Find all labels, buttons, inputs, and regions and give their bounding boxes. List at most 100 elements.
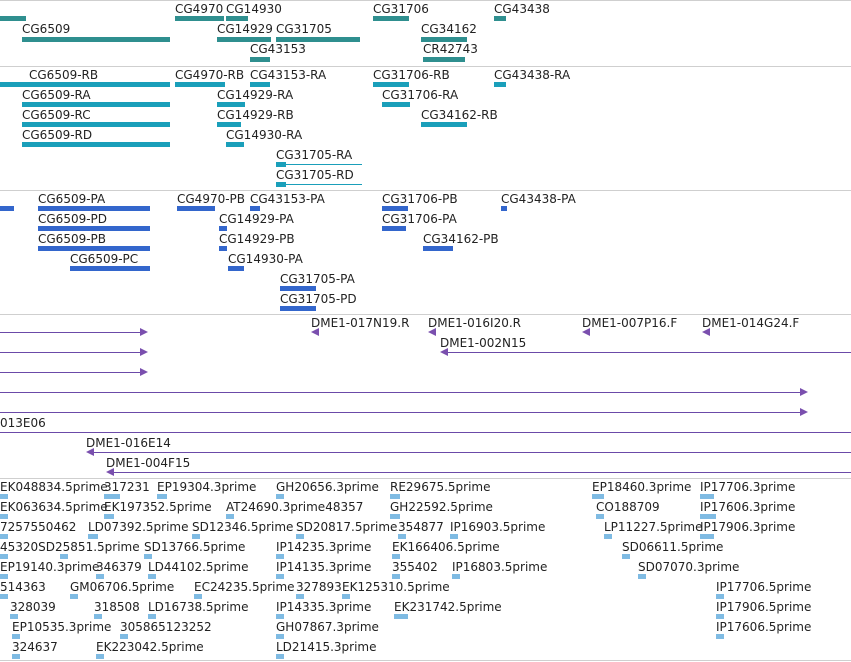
est-feature[interactable] [296,534,304,539]
est-feature[interactable] [94,614,102,619]
protein-feature[interactable] [501,206,507,211]
est-feature[interactable] [12,654,20,659]
est-label[interactable]: EP19304.3prime [157,480,257,494]
est-feature[interactable] [104,514,114,519]
est-feature[interactable] [0,494,8,499]
protein-feature[interactable] [382,226,406,231]
clone-end-marker[interactable] [440,348,448,356]
est-label[interactable]: EK048834.5prime [0,480,108,494]
clone-label[interactable]: DME1-017N19.R [311,316,410,330]
est-label[interactable]: 305865123252 [120,620,212,634]
gene-label[interactable]: CG43438 [494,2,550,16]
est-label[interactable]: IP17906.5prime [716,600,812,614]
est-label[interactable]: EK197352.5prime [104,500,212,514]
clone-label[interactable]: 013E06 [0,416,46,430]
est-label[interactable]: LD16738.5prime [148,600,249,614]
est-label[interactable]: SD07070.3prime [638,560,740,574]
est-feature[interactable] [0,574,8,579]
gene-label[interactable]: CG4970 [175,2,224,16]
est-feature[interactable] [716,614,724,619]
est-feature[interactable] [0,514,8,519]
est-label[interactable]: IP17906.3prime [700,520,796,534]
est-label[interactable]: EK166406.5prime [392,540,500,554]
protein-label[interactable]: CG6509-PA [38,192,106,206]
transcript-feature[interactable] [0,82,170,87]
clone-end-marker[interactable] [140,368,148,376]
protein-feature[interactable] [250,206,260,211]
clone-label[interactable]: DME1-004F15 [106,456,191,470]
est-label[interactable]: 328039 [10,600,56,614]
protein-label[interactable]: CG31705-PD [280,292,357,306]
clone-end-marker[interactable] [311,328,319,336]
est-feature[interactable] [120,634,128,639]
transcript-label[interactable]: CG14930-RA [226,128,303,142]
est-feature[interactable] [104,494,120,499]
transcript-feature[interactable] [217,122,241,127]
protein-feature[interactable] [382,206,408,211]
est-feature[interactable] [276,494,284,499]
est-label[interactable]: IP14335.3prime [276,600,372,614]
gene-label[interactable]: CG14930 [226,2,282,16]
est-label[interactable]: EC24235.5prime [194,580,295,594]
protein-label[interactable]: CG31706-PB [382,192,458,206]
protein-label[interactable]: CG31705-PA [280,272,355,286]
est-feature[interactable] [226,514,234,519]
est-feature[interactable] [716,634,724,639]
clone-label[interactable]: DME1-014G24.F [702,316,800,330]
transcript-label[interactable]: CG43153-RA [250,68,327,82]
gene-feature[interactable] [0,16,26,21]
est-feature[interactable] [10,614,18,619]
est-feature[interactable] [604,534,612,539]
est-feature[interactable] [296,594,304,599]
transcript-feature[interactable] [175,82,225,87]
transcript-label[interactable]: CG31705-RD [276,168,354,182]
transcript-feature[interactable] [421,122,467,127]
est-label[interactable]: LD07392.5prime [88,520,189,534]
est-label[interactable]: 354877 [398,520,444,534]
est-feature[interactable] [144,554,152,559]
transcript-feature[interactable] [276,182,286,187]
gene-feature[interactable] [175,16,224,21]
est-feature[interactable] [0,594,8,599]
gene-feature[interactable] [373,16,409,21]
est-feature[interactable] [592,494,604,499]
gene-feature[interactable] [217,37,271,42]
est-label[interactable]: 324637 [12,640,58,654]
est-label[interactable]: IP17706.3prime [700,480,796,494]
protein-feature[interactable] [38,246,150,251]
est-label[interactable]: IP16903.5prime [450,520,546,534]
clone-label[interactable]: DME1-016E14 [86,436,171,450]
est-label[interactable]: EP10535.3prime [12,620,112,634]
est-feature[interactable] [276,634,284,639]
est-feature[interactable] [390,494,400,499]
est-feature[interactable] [276,574,284,579]
transcript-label[interactable]: CG6509-RA [22,88,91,102]
transcript-label[interactable]: CG31705-RA [276,148,353,162]
gene-label[interactable]: CG31705 [276,22,332,36]
protein-label[interactable]: CG14930-PA [228,252,303,266]
est-feature[interactable] [342,594,350,599]
clone-end-marker[interactable] [140,348,148,356]
est-label[interactable]: 346379 [96,560,142,574]
transcript-label[interactable]: CG34162-RB [421,108,498,122]
protein-feature[interactable] [70,266,150,271]
est-label[interactable]: EP18460.3prime [592,480,692,494]
transcript-feature[interactable] [382,102,410,107]
protein-feature[interactable] [228,266,244,271]
clone-label[interactable]: DME1-016I20.R [428,316,522,330]
protein-feature[interactable] [38,206,150,211]
est-feature[interactable] [452,574,460,579]
est-feature[interactable] [596,514,604,519]
clone-end-marker[interactable] [140,328,148,336]
protein-label[interactable]: CG6509-PD [38,212,108,226]
transcript-feature[interactable] [494,82,506,87]
clone-end-marker[interactable] [800,408,808,416]
est-label[interactable]: 317231 [104,480,150,494]
est-feature[interactable] [96,654,104,659]
protein-feature[interactable] [219,226,227,231]
transcript-label[interactable]: CG6509-RD [22,128,93,142]
est-label[interactable]: IP17606.3prime [700,500,796,514]
protein-label[interactable]: CG31706-PA [382,212,457,226]
est-label[interactable]: IP14135.3prime [276,560,372,574]
transcript-feature[interactable] [373,82,409,87]
